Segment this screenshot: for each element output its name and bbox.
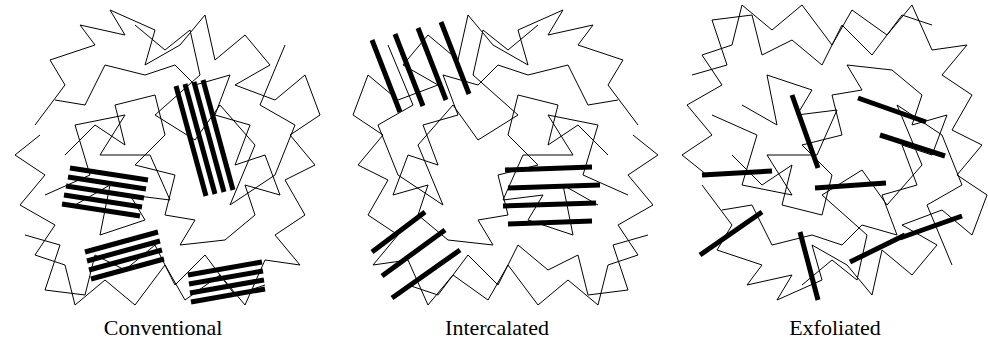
clay-platelet bbox=[700, 95, 962, 300]
panel-label: Conventional bbox=[104, 316, 223, 340]
panel-label: Exfoliated bbox=[789, 316, 881, 340]
polymer-chains bbox=[682, 5, 987, 300]
polymer-chains bbox=[353, 10, 658, 305]
clay-stack bbox=[372, 22, 600, 298]
polymer-chains bbox=[15, 10, 320, 305]
panel-label: Intercalated bbox=[445, 316, 549, 340]
clay-stack bbox=[62, 80, 265, 302]
